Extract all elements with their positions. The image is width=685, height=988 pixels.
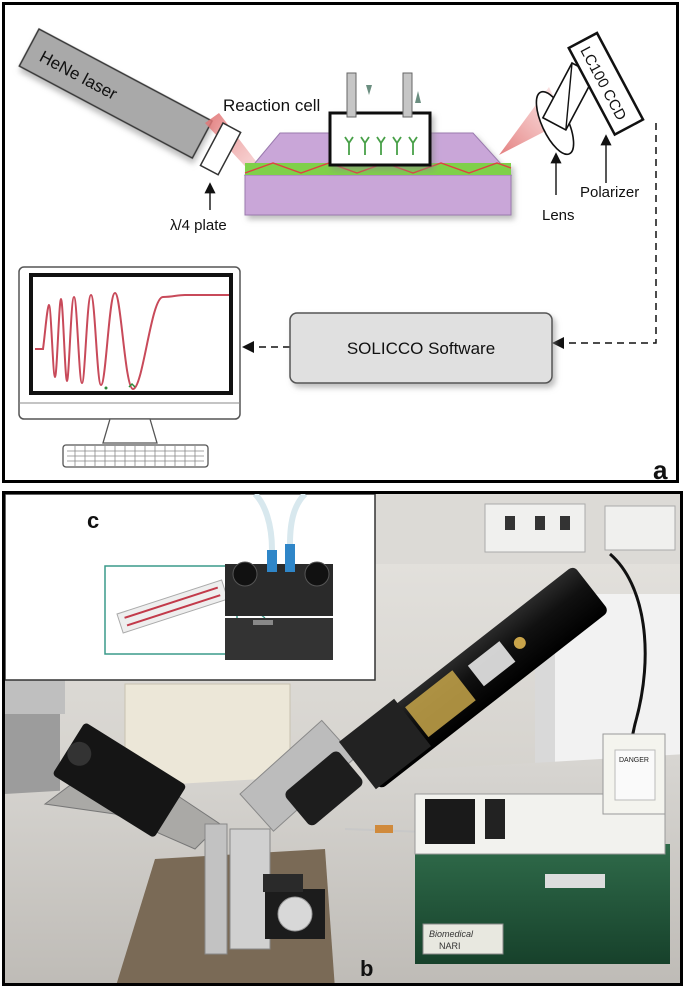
- flow-out-arrow: [415, 91, 421, 103]
- keyboard: [62, 444, 209, 468]
- detector-arm: [239, 719, 363, 832]
- hene-laser: HeNe laser: [18, 27, 214, 160]
- danger-label: DANGER: [619, 757, 649, 764]
- plate-label: λ/4 plate: [170, 217, 227, 234]
- lens-label: Lens: [542, 207, 575, 224]
- detector-tube: [338, 552, 647, 895]
- panel-b-photo: DANGER Biomedical NARI c: [2, 491, 683, 986]
- reaction-cell-label: Reaction cell: [223, 96, 320, 115]
- lambda-quarter-plate: [199, 121, 242, 176]
- flow-in-arrow: [366, 85, 372, 95]
- panel-a-schematic: HeNe laser λ/4 plate: [2, 2, 679, 485]
- antibodies: [344, 136, 418, 155]
- flow-cell-block: [225, 494, 333, 660]
- panel-a-letter: a: [653, 455, 668, 485]
- pump-brand: Biomedical: [429, 929, 474, 939]
- monitor: [18, 266, 241, 468]
- software-label: SOLICCO Software: [347, 339, 495, 358]
- photo-svg: DANGER Biomedical NARI c: [5, 494, 680, 983]
- waveguide-core: [245, 163, 511, 175]
- ccd-to-software-connector: [552, 123, 657, 349]
- inset-letter: c: [87, 508, 99, 533]
- syringe-pump: DANGER Biomedical NARI: [414, 733, 670, 964]
- interference-signal: [35, 291, 229, 391]
- monitor-stand: [102, 418, 158, 444]
- inset-c: c: [5, 494, 376, 681]
- schematic-svg: HeNe laser λ/4 plate: [18, 27, 668, 485]
- polarizer-label: Polarizer: [580, 184, 639, 201]
- pump-brand2: NARI: [439, 941, 461, 951]
- software-box: [289, 312, 553, 384]
- panel-b-letter: b: [360, 956, 373, 981]
- waveguide-chip-render: [116, 579, 229, 634]
- translation-stage: [263, 874, 325, 939]
- reaction-cell: [328, 72, 432, 167]
